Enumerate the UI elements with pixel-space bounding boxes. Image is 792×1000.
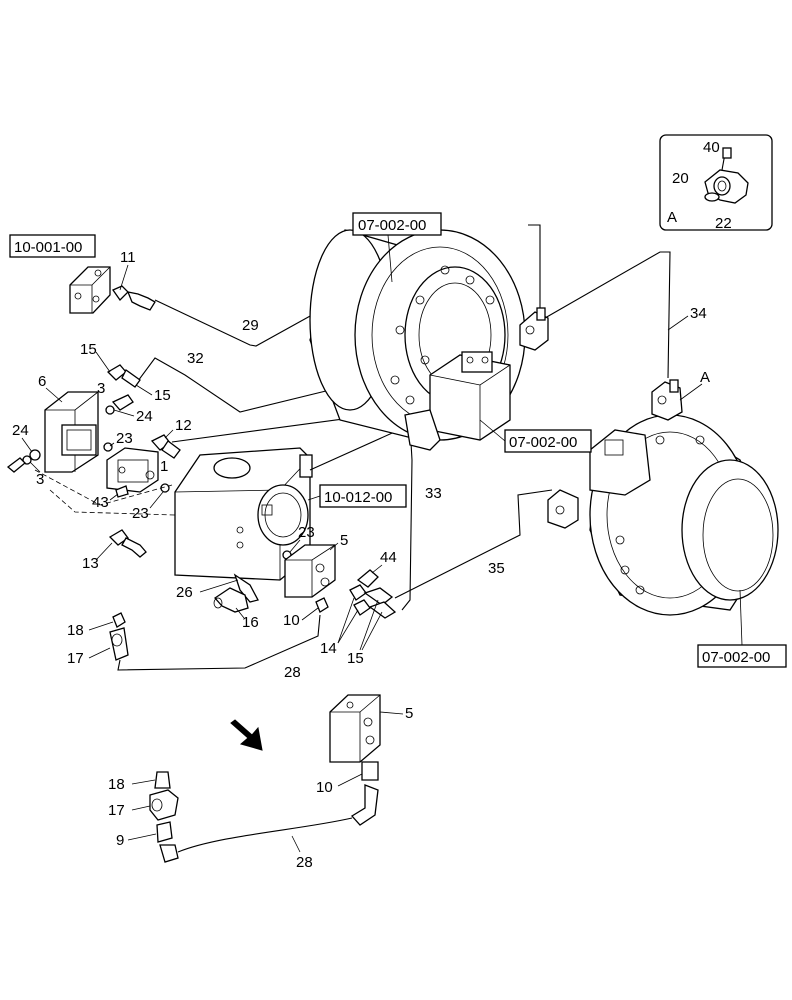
elbow-lower	[350, 784, 379, 826]
pipe-35	[394, 489, 553, 599]
label-6: 6	[38, 373, 46, 390]
label-24a: 24	[136, 408, 153, 425]
label-20: 20	[672, 170, 689, 187]
fitting-17-upper	[109, 627, 129, 661]
label-12: 12	[175, 417, 192, 434]
fitting-26	[233, 573, 259, 603]
label-17b: 17	[108, 802, 125, 819]
label-23b: 23	[132, 505, 149, 522]
label-11: 11	[120, 249, 136, 266]
valve-housing-lower	[589, 429, 651, 496]
ref-leaders	[307, 234, 743, 646]
pipe-34-upper	[544, 251, 671, 379]
label-15c: 15	[347, 650, 364, 667]
flange-fitting-lower	[651, 379, 683, 421]
label-16: 16	[242, 614, 259, 631]
svg-text:10-001-00: 10-001-00	[14, 239, 82, 256]
label-40: 40	[703, 139, 720, 156]
valve-block-5-upper	[284, 544, 336, 598]
fitting-18-upper	[112, 612, 126, 628]
svg-text:07-002-00: 07-002-00	[702, 649, 770, 666]
oring-23a	[103, 442, 113, 452]
valve-block-5-lower	[329, 694, 381, 763]
direction-arrow	[230, 719, 263, 751]
svg-text:10-012-00: 10-012-00	[324, 489, 392, 506]
label-5b: 5	[405, 705, 413, 722]
main-pump-10-012	[174, 447, 313, 581]
pump-block-6	[44, 391, 99, 473]
pipe-28-upper	[117, 614, 321, 671]
flange-fitting-mid	[547, 489, 579, 529]
assembly-dash-lines	[34, 469, 176, 516]
fittings-14-15	[349, 584, 397, 619]
label-5a: 5	[340, 532, 348, 549]
label-14: 14	[320, 640, 337, 657]
label-43: 43	[92, 494, 109, 511]
svg-text:07-002-00: 07-002-00	[509, 434, 577, 451]
part-labels: 40 20 A 22 11 29 15 32 6 3 15 24 12 24 2…	[12, 139, 732, 871]
fitting-9	[156, 821, 179, 863]
label-32: 32	[187, 350, 204, 367]
pipe-29	[154, 299, 331, 347]
ref-box-07-002-00-top[interactable]: 07-002-00	[352, 212, 442, 236]
label-17a: 17	[67, 650, 84, 667]
fitting-10-upper	[315, 597, 329, 613]
label-9: 9	[116, 832, 124, 849]
label-29: 29	[242, 317, 259, 334]
valve-1	[106, 447, 159, 493]
fitting-13	[108, 529, 147, 558]
ref-box-07-002-00-mid[interactable]: 07-002-00	[504, 429, 592, 453]
label-10b: 10	[316, 779, 333, 796]
label-10a: 10	[283, 612, 300, 629]
fittings-3-24-left	[6, 449, 41, 473]
ref-box-10-012-00[interactable]: 10-012-00	[319, 484, 407, 508]
label-28b: 28	[296, 854, 313, 871]
fitting-16	[213, 587, 249, 613]
valve-block-10-001	[69, 266, 111, 314]
detail-a-flange-part	[704, 147, 749, 204]
label-23a: 23	[116, 430, 133, 447]
label-A-inset: A	[667, 209, 677, 226]
bolt-44	[356, 569, 379, 588]
fitting-18-lower	[154, 771, 171, 789]
label-A-main: A	[700, 369, 710, 386]
label-35: 35	[488, 560, 505, 577]
label-33: 33	[425, 485, 442, 502]
label-23c: 23	[298, 524, 315, 541]
label-1: 1	[160, 458, 168, 475]
pipe-33	[309, 424, 413, 611]
label-15b: 15	[154, 387, 171, 404]
valve-housing-upper	[404, 351, 511, 451]
ref-box-10-001-00[interactable]: 10-001-00	[9, 234, 96, 258]
svg-text:07-002-00: 07-002-00	[358, 217, 426, 234]
label-18a: 18	[67, 622, 84, 639]
label-3a: 3	[97, 380, 105, 397]
fitting-11	[112, 285, 156, 311]
fitting-12	[150, 434, 181, 459]
label-18b: 18	[108, 776, 125, 793]
fitting-10-lower	[361, 761, 379, 781]
label-3b: 3	[36, 471, 44, 488]
flange-fitting-upper	[519, 307, 549, 351]
label-34: 34	[690, 305, 707, 322]
fittings-15-3-24	[105, 364, 141, 415]
pipe-28-lower	[177, 817, 353, 853]
pipe-to-motor-upper	[528, 224, 541, 308]
label-15a: 15	[80, 341, 97, 358]
label-22: 22	[715, 215, 732, 232]
ref-box-07-002-00-bottom[interactable]: 07-002-00	[697, 644, 787, 668]
pipe-32	[134, 357, 331, 413]
label-26: 26	[176, 584, 193, 601]
detail-a-inset	[659, 134, 773, 231]
label-24b: 24	[12, 422, 29, 439]
label-13: 13	[82, 555, 99, 572]
label-44: 44	[380, 549, 397, 566]
fitting-17-lower	[149, 789, 179, 821]
label-28a: 28	[284, 664, 301, 681]
